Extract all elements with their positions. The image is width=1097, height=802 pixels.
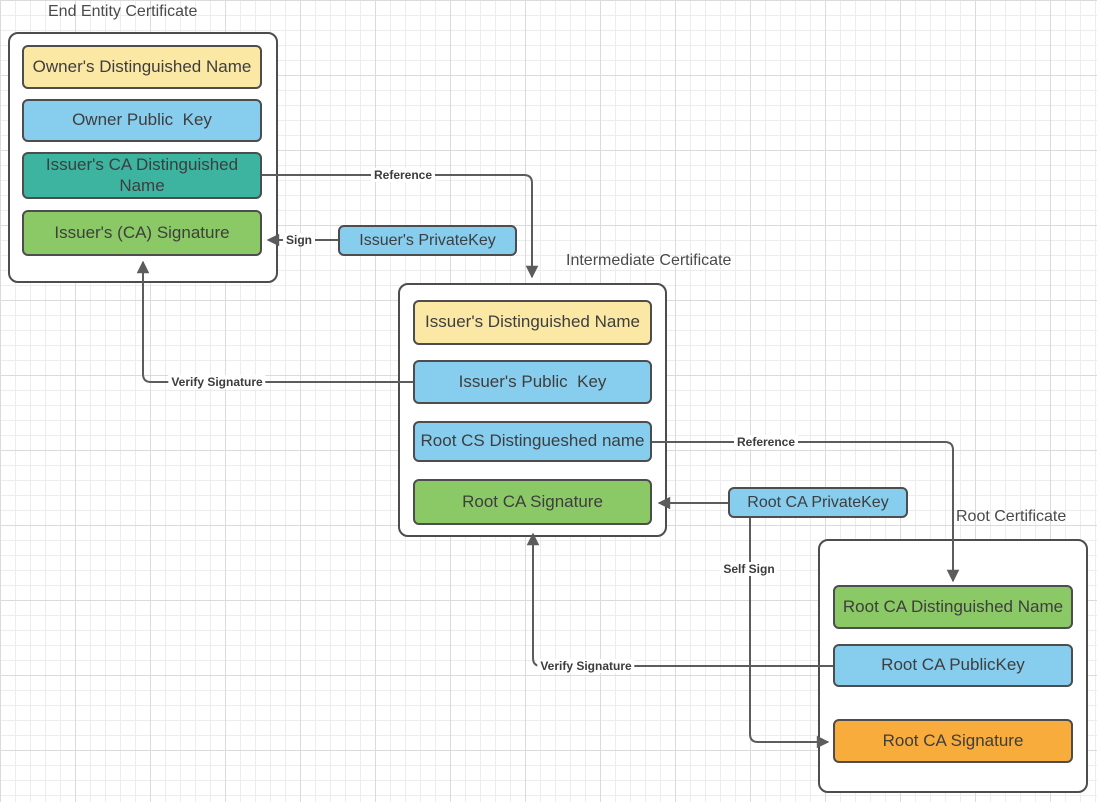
node-issuers-distinguished-name[interactable]: Issuer's Distinguished Name [413, 300, 652, 345]
node-issuers-ca-distinguished-name[interactable]: Issuer's CA Distinguished Name [22, 152, 262, 199]
node-owners-distinguished-name[interactable]: Owner's Distinguished Name [22, 45, 262, 89]
edge-label-reference-top: Reference [370, 168, 436, 182]
node-root-cs-distingueshed-name[interactable]: Root CS Distingueshed name [413, 421, 652, 462]
node-root-ca-distinguished-name[interactable]: Root CA Distinguished Name [833, 585, 1073, 629]
intermediate-certificate-title: Intermediate Certificate [566, 252, 732, 269]
edge-label-reference-bottom: Reference [733, 435, 799, 449]
node-root-ca-signature-intermediate[interactable]: Root CA Signature [413, 479, 652, 525]
node-root-ca-publickey[interactable]: Root CA PublicKey [833, 644, 1073, 687]
node-owner-public-key[interactable]: Owner Public Key [22, 99, 262, 142]
root-certificate-title: Root Certificate [956, 508, 1067, 525]
connector-reference-top[interactable] [262, 174, 539, 279]
connector-verify-signature-top[interactable] [136, 260, 413, 383]
connector-verify-signature-bottom[interactable] [526, 532, 833, 667]
edge-label-sign: Sign [283, 233, 315, 247]
node-root-ca-privatekey[interactable]: Root CA PrivateKey [728, 487, 908, 518]
node-issuers-privatekey[interactable]: Issuer's PrivateKey [338, 225, 517, 256]
node-issuers-ca-signature[interactable]: Issuer's (CA) Signature [22, 210, 262, 256]
node-issuers-public-key[interactable]: Issuer's Public Key [413, 360, 652, 404]
edge-label-self-sign: Self Sign [720, 562, 778, 576]
edge-label-verify-signature-bottom: Verify Signature [537, 659, 635, 673]
node-root-ca-signature-root[interactable]: Root CA Signature [833, 719, 1073, 763]
edge-label-verify-signature-top: Verify Signature [168, 375, 266, 389]
connector-self-sign[interactable] [749, 518, 830, 749]
connector-reference-bottom[interactable] [652, 441, 960, 583]
end-entity-certificate-title: End Entity Certificate [48, 3, 198, 20]
